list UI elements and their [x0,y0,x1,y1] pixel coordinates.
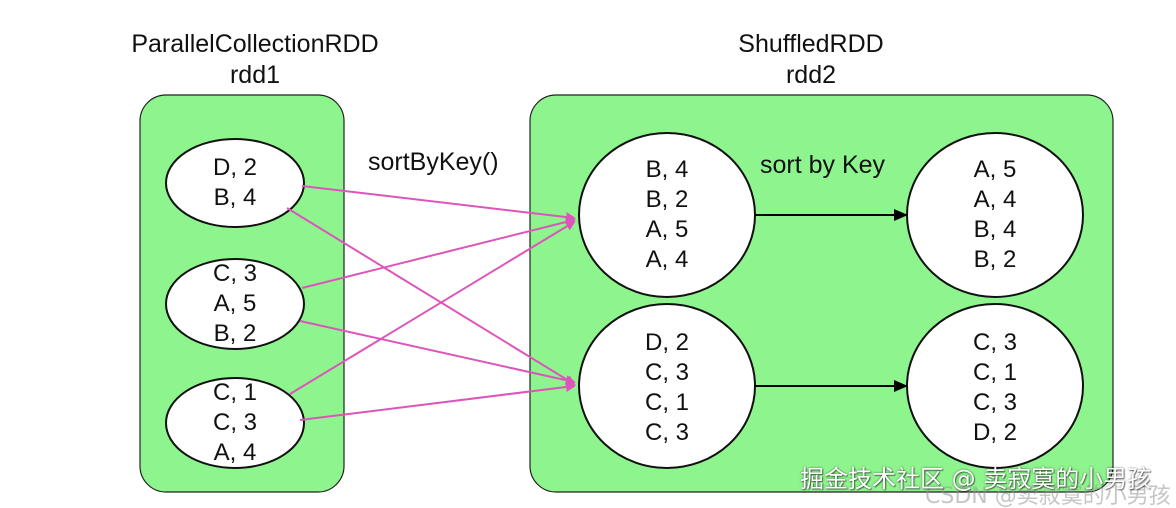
sort-label: sort by Key [760,151,886,179]
record: D, 2 [972,419,1017,446]
record: C, 3 [644,359,689,386]
record: B, 4 [973,216,1017,243]
record: B, 4 [213,184,257,211]
rdd1-name: rdd1 [229,61,281,89]
rdd1-partition-0-ellipse [165,138,305,228]
watermark: 掘金技术社区 @ 卖寂寞的小男孩 [800,465,1152,493]
record: B, 2 [213,320,257,347]
rdd1-partition-2-ellipse [165,377,305,469]
record: A, 4 [645,246,689,273]
record: A, 4 [213,439,257,466]
shuffle-arrow-p2-to-s0 [289,220,576,395]
record: B, 4 [645,156,689,183]
record: C, 3 [212,260,257,287]
record: C, 1 [972,359,1017,386]
watermark-faint: CSDN @卖寂寞的小男孩 [925,484,1171,508]
record: C, 3 [644,419,689,446]
shuffle-arrow-p0-to-s0 [301,185,576,223]
shuffle-arrow-p0-to-s1 [286,207,576,386]
record: C, 3 [212,409,257,436]
record: D, 2 [644,329,689,356]
record: C, 3 [972,389,1017,416]
record: B, 2 [645,186,689,213]
rdd1-partition-2: C, 1 C, 3 A, 4 [185,378,285,468]
record: C, 3 [972,329,1017,356]
record: A, 5 [973,156,1017,183]
operation-label: sortByKey() [368,148,499,176]
rdd2-name: rdd2 [785,61,837,89]
record: A, 5 [645,216,689,243]
rdd1-partition-1-ellipse [165,258,305,350]
record: C, 1 [212,379,257,406]
shuffle-arrow-p2-to-s1 [299,382,576,421]
rdd1-partition-1: C, 3 A, 5 B, 2 [185,259,285,349]
rdd2-shuffled-partition-1: D, 2 C, 3 C, 1 C, 3 [617,328,717,448]
record: C, 1 [644,389,689,416]
rdd1-partition-0: D, 2 B, 4 [185,153,285,213]
rdd1-class-name: ParallelCollectionRDD [131,30,379,58]
rdd2-shuffled-partition-0: B, 4 B, 2 A, 5 A, 4 [617,155,717,275]
rdd2-class-name: ShuffledRDD [738,30,884,58]
shuffle-arrow-p1-to-s1 [299,320,576,386]
record: B, 2 [973,246,1017,273]
record: A, 4 [973,186,1017,213]
rdd2-sorted-partition-0: A, 5 A, 4 B, 4 B, 2 [945,155,1045,275]
rdd2-sorted-partition-1: C, 3 C, 1 C, 3 D, 2 [945,328,1045,448]
shuffle-arrow-p1-to-s0 [301,217,576,289]
record: D, 2 [212,154,257,181]
record: A, 5 [213,290,257,317]
